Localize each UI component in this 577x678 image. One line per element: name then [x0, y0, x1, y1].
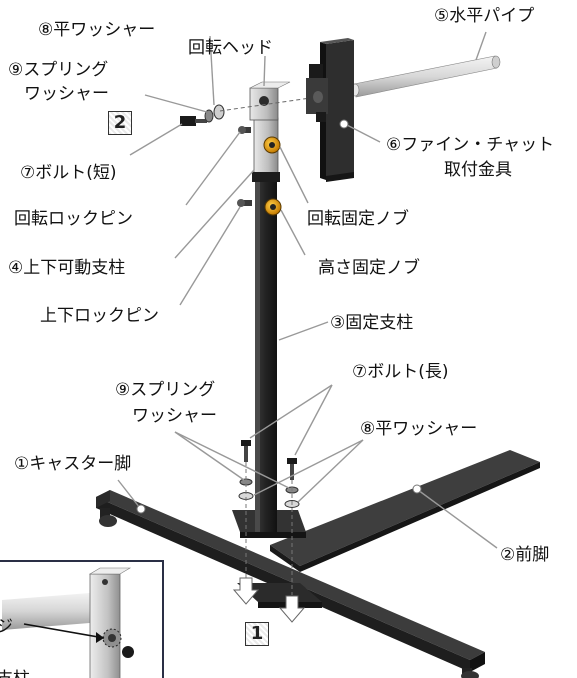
caster-wheel: [461, 668, 479, 678]
step-1-marker: 1: [245, 622, 269, 646]
fine-chat-bracket: [306, 38, 354, 182]
label-rotation-fix-knob: 回転固定ノブ: [307, 209, 409, 229]
leader-lines: [117, 31, 498, 549]
inset-illustration: [2, 567, 134, 678]
inset-label-post: 支柱: [0, 664, 30, 678]
label-spring-washer-top-1: ⑨スプリング: [8, 60, 109, 80]
label-rotation-lock-pin: 回転ロックピン: [14, 209, 133, 229]
bolt-long-right: [287, 458, 297, 480]
label-up-down-lock-pin: 上下ロックピン: [40, 306, 159, 326]
bolt-short: [180, 116, 207, 126]
label-flat-washer-bottom: ⑧平ワッシャー: [360, 419, 478, 439]
leader-dots: [136, 119, 422, 514]
up-down-lock-pin: [237, 199, 252, 207]
inset-label-pin: ジ: [0, 612, 13, 637]
fixed-post: [255, 180, 277, 532]
flat-washer-top: [213, 104, 225, 120]
label-rotating-head: 回転ヘッド: [188, 38, 273, 58]
label-fine-chat-1: ⑥ファイン・チャット: [386, 135, 555, 155]
label-front-leg: ②前脚: [500, 545, 550, 565]
label-flat-washer-top: ⑧平ワッシャー: [38, 20, 156, 40]
horizontal-pipe: [350, 55, 501, 98]
label-spring-washer-bottom-2: ワッシャー: [132, 406, 217, 426]
spring-washer-top: [204, 109, 214, 123]
label-horizontal-pipe: ⑤水平パイプ: [434, 6, 535, 26]
rotating-head: [249, 81, 291, 121]
bolt-long-left: [241, 440, 251, 462]
rotation-fix-knob: [263, 136, 281, 154]
label-fixed-post: ③固定支柱: [330, 313, 414, 333]
label-caster-leg: ①キャスター脚: [14, 454, 132, 474]
label-spring-washer-bottom-1: ⑨スプリング: [115, 380, 216, 400]
insert-arrow: [232, 577, 260, 605]
caster-wheel: [99, 508, 117, 527]
insert-arrow: [278, 595, 306, 623]
label-spring-washer-top-2: ワッシャー: [24, 84, 109, 104]
detail-inset: ジ 支柱: [0, 560, 164, 678]
label-fine-chat-2: 取付金具: [444, 160, 512, 180]
label-bolt-short: ⑦ボルト(短): [20, 163, 117, 183]
step-2-marker: 2: [108, 111, 132, 135]
label-height-fix-knob: 高さ固定ノブ: [318, 258, 420, 278]
height-fix-knob: [264, 198, 282, 216]
label-up-down-post: ④上下可動支柱: [8, 258, 126, 278]
label-bolt-long: ⑦ボルト(長): [352, 362, 449, 382]
